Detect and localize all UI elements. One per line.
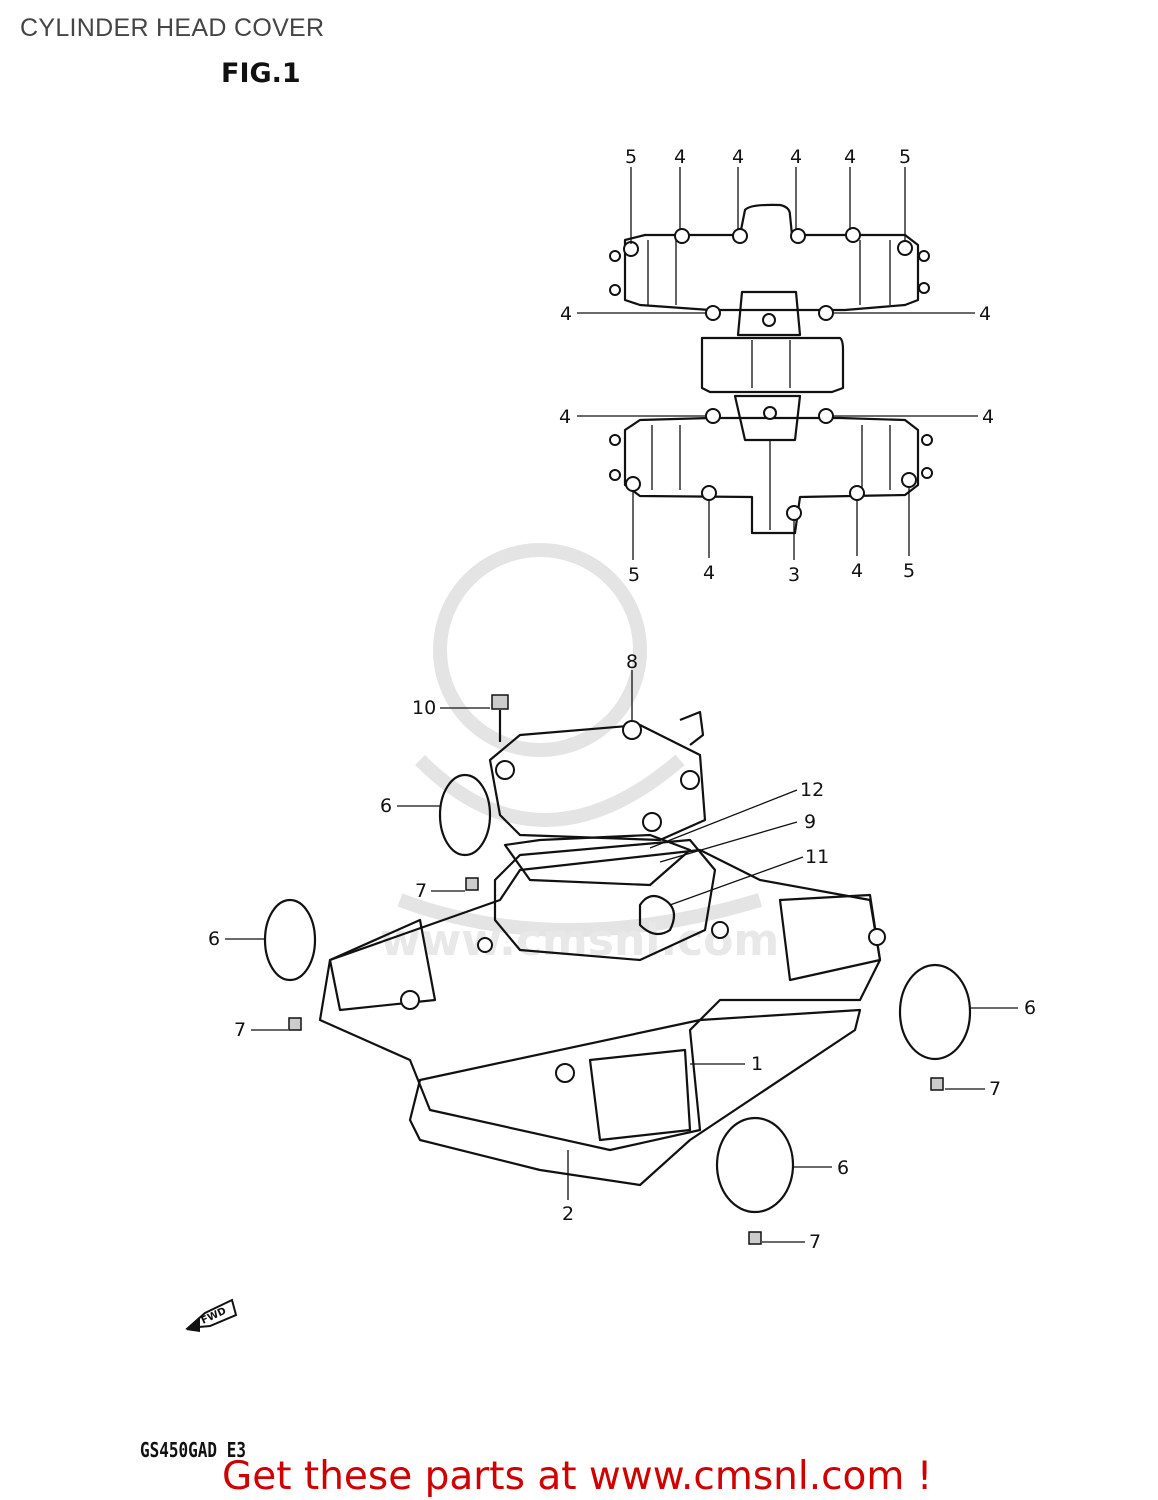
cap-plug-6 (898, 963, 972, 1061)
callout: 4 (982, 406, 994, 428)
callout: 10 (412, 697, 436, 719)
callout: 6 (208, 928, 220, 950)
cap-plug-6 (263, 898, 317, 982)
callout: 8 (626, 651, 638, 673)
figure-label: FIG.1 (221, 58, 301, 89)
callout: 7 (809, 1231, 821, 1253)
callout: 6 (837, 1157, 849, 1179)
callout: 4 (844, 146, 856, 168)
callout: 4 (559, 406, 571, 428)
callouts-top: 5 4 4 4 4 5 4 4 4 4 5 4 3 4 5 (559, 146, 994, 586)
callout: 6 (380, 795, 392, 817)
cap-plug-6 (715, 1116, 795, 1214)
page-title: CYLINDER HEAD COVER (20, 14, 325, 42)
callout: 5 (625, 146, 637, 168)
callout: 4 (703, 562, 715, 584)
fwd-arrow-icon: FWD (185, 1298, 238, 1332)
callout: 7 (989, 1078, 1001, 1100)
callout: 6 (1024, 997, 1036, 1019)
gasket-2 (408, 1008, 862, 1187)
leader-lines (577, 167, 978, 560)
bolt-holes (609, 227, 933, 521)
breather-base (493, 838, 717, 962)
callout: 4 (979, 303, 991, 325)
callout: 3 (788, 564, 800, 586)
callout: 2 (562, 1203, 574, 1225)
breather-cover-8 (488, 723, 707, 842)
callouts-bottom: 8 10 12 9 11 6 7 6 7 1 6 7 6 2 7 (208, 651, 1036, 1253)
reed-11 (638, 894, 676, 936)
callout: 5 (899, 146, 911, 168)
callout: 1 (751, 1053, 763, 1075)
bolts (288, 694, 944, 1245)
promo-link[interactable]: Get these parts at www.cmsnl.com ! (222, 1454, 933, 1499)
watermark-text: www.cmsnl.com (380, 915, 779, 966)
callout: 5 (628, 564, 640, 586)
callout: 7 (234, 1019, 246, 1041)
leader-lines (225, 670, 1018, 1243)
cylinder-head-cover-assembly (225, 670, 1018, 1245)
callout: 4 (560, 303, 572, 325)
callout: 4 (851, 560, 863, 582)
gasket-9 (503, 833, 692, 887)
model-code: GS450GAD E3 (140, 1438, 246, 1462)
callout: 4 (790, 146, 802, 168)
callout: 4 (732, 146, 744, 168)
gasket-top-view (577, 167, 978, 560)
callout: 7 (415, 880, 427, 902)
watermark-logo: www.cmsnl.com (380, 543, 779, 966)
cap-plug-6 (438, 773, 492, 857)
callout: 12 (800, 779, 824, 801)
callout: 5 (903, 560, 915, 582)
callout: 11 (805, 846, 829, 868)
callout: 9 (804, 811, 816, 833)
callout: 4 (674, 146, 686, 168)
cover-1 (318, 848, 882, 1152)
